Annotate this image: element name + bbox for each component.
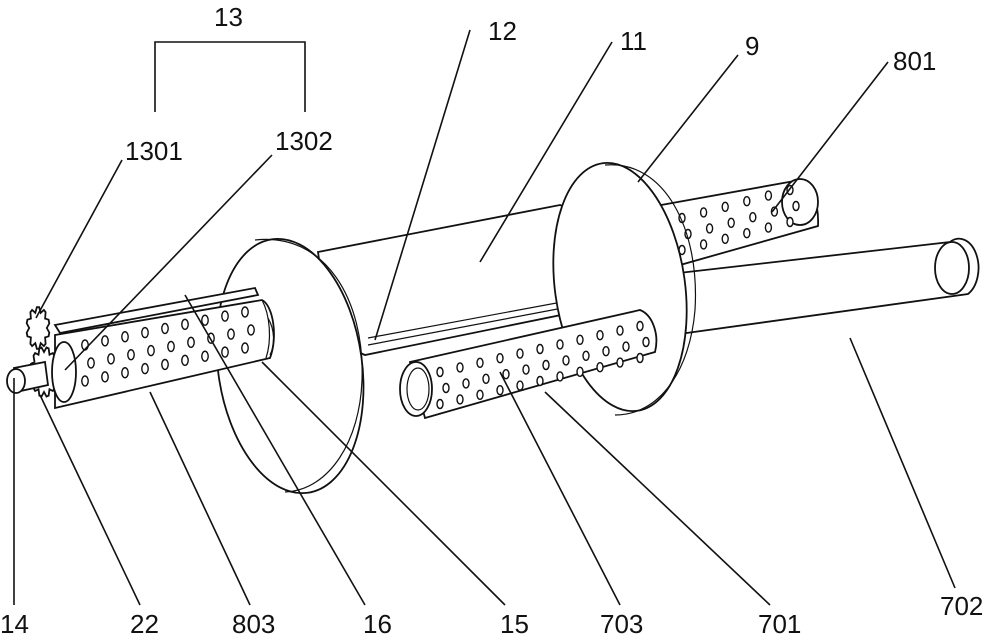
perforated-tube-801 <box>648 178 819 267</box>
perforation-hole <box>721 233 729 245</box>
perforated-tube-703 <box>399 309 658 420</box>
perforation-hole <box>201 314 209 326</box>
perforation-hole <box>442 382 450 394</box>
perforation-hole <box>161 322 169 335</box>
label-12: 12 <box>488 16 517 46</box>
perforation-hole <box>101 335 109 347</box>
perforation-hole <box>121 331 129 343</box>
perforation-hole <box>699 239 708 250</box>
perforation-hole <box>636 352 644 364</box>
perforation-hole <box>764 222 773 233</box>
perforation-hole <box>81 375 89 387</box>
gear-assembly <box>6 306 77 403</box>
perforation-hole <box>786 216 794 228</box>
perforation-hole <box>482 373 490 384</box>
perforation-hole <box>181 354 189 367</box>
perforation-hole <box>161 358 169 371</box>
perforation-hole <box>556 339 564 350</box>
perforation-hole <box>121 367 129 379</box>
perforation-hole <box>749 211 757 223</box>
perforation-hole <box>522 364 530 375</box>
perforation-hole <box>241 342 249 354</box>
perforation-hole <box>556 371 564 382</box>
label-16: 16 <box>363 609 392 639</box>
label-803: 803 <box>232 609 275 639</box>
perforation-hole <box>536 343 544 355</box>
perforation-hole <box>602 346 610 357</box>
perforation-hole <box>476 357 484 368</box>
perforation-hole <box>576 334 584 345</box>
perforation-hole <box>727 217 735 229</box>
perforation-hole <box>167 340 175 353</box>
perforation-hole <box>141 362 149 375</box>
perforation-hole <box>496 353 504 364</box>
perforation-hole <box>576 366 584 377</box>
perforation-hole <box>221 346 229 358</box>
perforation-hole <box>721 201 729 213</box>
label-9: 9 <box>745 31 759 61</box>
label-15: 15 <box>500 609 529 639</box>
perforation-hole <box>101 371 109 383</box>
perforation-hole <box>502 369 510 380</box>
perforation-hole <box>562 355 570 366</box>
perforation-hole <box>181 318 189 331</box>
perforation-hole <box>705 223 714 234</box>
label-13: 13 <box>214 2 243 32</box>
perforation-hole <box>616 325 624 336</box>
perforation-hole <box>241 306 249 318</box>
perforation-hole <box>476 389 484 400</box>
perforation-hole <box>187 336 195 349</box>
label-22: 22 <box>130 609 159 639</box>
perforation-hole <box>141 326 149 339</box>
perforation-hole <box>636 320 644 332</box>
perforation-hole <box>743 227 751 239</box>
labels: 13 1301 1302 12 11 9 801 14 22 803 16 15… <box>0 2 983 639</box>
perforation-hole <box>622 341 630 352</box>
perforation-hole <box>462 378 470 389</box>
label-801: 801 <box>893 46 936 76</box>
label-703: 703 <box>600 609 643 639</box>
label-1302: 1302 <box>275 126 333 156</box>
perforation-hole <box>247 324 255 336</box>
perforation-hole <box>201 350 209 362</box>
perforation-hole <box>764 190 773 201</box>
gear-1301 <box>25 306 51 350</box>
perforation-hole <box>221 310 229 322</box>
perforation-hole <box>642 336 650 348</box>
shaft-14 <box>6 360 49 394</box>
perforation-hole <box>582 350 590 361</box>
label-11: 11 <box>620 26 647 56</box>
perforation-hole <box>743 195 751 207</box>
perforation-hole <box>107 353 115 365</box>
perforation-hole <box>147 344 155 357</box>
perforation-hole <box>436 398 444 410</box>
perforation-hole <box>127 349 135 361</box>
perforation-hole <box>542 359 550 371</box>
perforation-hole <box>699 207 708 218</box>
perforation-hole <box>516 348 524 359</box>
label-702: 702 <box>940 591 983 621</box>
label-1301: 1301 <box>125 136 183 166</box>
perforation-hole <box>87 357 95 369</box>
perforation-hole <box>770 206 779 217</box>
perforation-hole <box>456 362 464 373</box>
perforation-hole <box>227 328 235 340</box>
label-14: 14 <box>0 609 29 639</box>
perforated-tube-803 <box>54 299 275 410</box>
perforation-hole <box>536 375 544 387</box>
perforation-hole <box>616 357 624 368</box>
perforation-hole <box>596 362 604 373</box>
perforation-hole <box>792 200 800 212</box>
perforation-hole <box>596 330 604 341</box>
label-701: 701 <box>758 609 801 639</box>
perforation-hole <box>456 394 464 405</box>
leader-lines <box>13 29 956 606</box>
perforation-hole <box>496 385 504 396</box>
disc-9 <box>552 161 697 416</box>
perforation-hole <box>436 366 444 378</box>
perforation-hole <box>516 380 524 391</box>
